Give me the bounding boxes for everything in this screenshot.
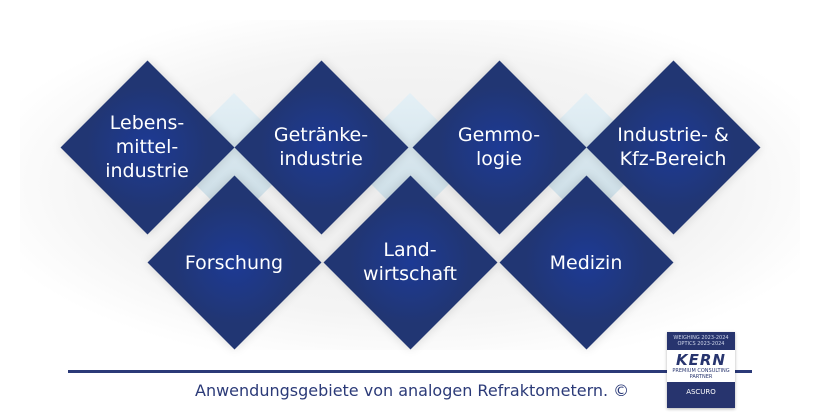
kern-logo: KERN xyxy=(676,351,726,369)
area-label: Getränke- industrie xyxy=(273,124,369,170)
area-label: Lebens- mittel- industrie xyxy=(105,112,189,182)
badge-line2: OPTICS 2023-2024 xyxy=(677,341,725,347)
caption: Anwendungsgebiete von analogen Refraktom… xyxy=(195,381,630,400)
area-label: Gemmo- logie xyxy=(457,124,541,170)
badge-line1: WEIGHING 2023-2024 xyxy=(673,335,729,341)
area-label: Forschung xyxy=(184,252,284,274)
badge-line3: PREMIUM CONSULTING xyxy=(672,368,730,374)
badge-company: ASCURO xyxy=(686,388,716,396)
area-label: Medizin xyxy=(549,252,623,274)
area-label: Land- wirtschaft xyxy=(363,239,457,285)
divider-line xyxy=(68,370,752,373)
area-label: Industrie- & Kfz-Bereich xyxy=(617,124,729,170)
badge-line4: PARTNER xyxy=(689,374,713,380)
